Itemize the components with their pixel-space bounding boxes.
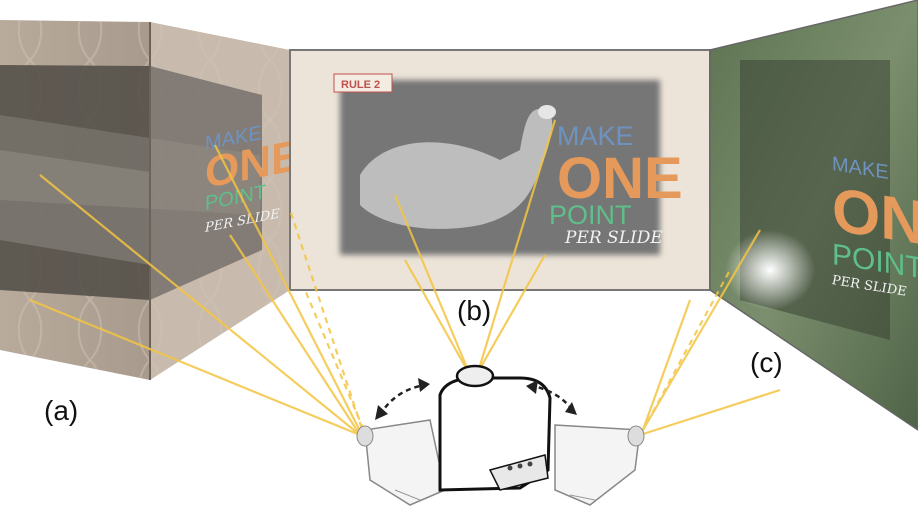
- rule-tag: [333, 73, 393, 93]
- label-b: (b): [457, 295, 491, 326]
- slide-make-text: MAKE: [557, 121, 634, 151]
- center-slide-text: MAKE ONE POINT PER SLIDE: [549, 121, 683, 248]
- slide-per-slide-text: PER SLIDE: [564, 228, 663, 248]
- glare-spot: [725, 230, 815, 310]
- left-wall: MAKE ONE POINT PER SLIDE: [0, 20, 300, 380]
- rule-tag-text: RULE 2: [341, 79, 380, 91]
- hand-figure: [360, 105, 556, 229]
- slide-one-text: ONE: [557, 146, 683, 211]
- projector-center-icon: [438, 364, 552, 492]
- projector-right-icon: [554, 424, 645, 506]
- slide-point-text: POINT: [549, 200, 632, 230]
- right-wall: MAKE ONE POINT PER SLIDE: [709, 0, 918, 431]
- center-wall: RULE 2 MAKE ONE POINT PER SLIDE: [289, 49, 711, 291]
- label-a: (a): [44, 395, 78, 426]
- right-slide-text: MAKE ONE POINT PER SLIDE: [831, 153, 918, 300]
- projector-left-icon: [356, 419, 446, 506]
- arrowheads: [375, 378, 577, 420]
- label-c: (c): [750, 347, 783, 378]
- light-rays: [29, 119, 781, 441]
